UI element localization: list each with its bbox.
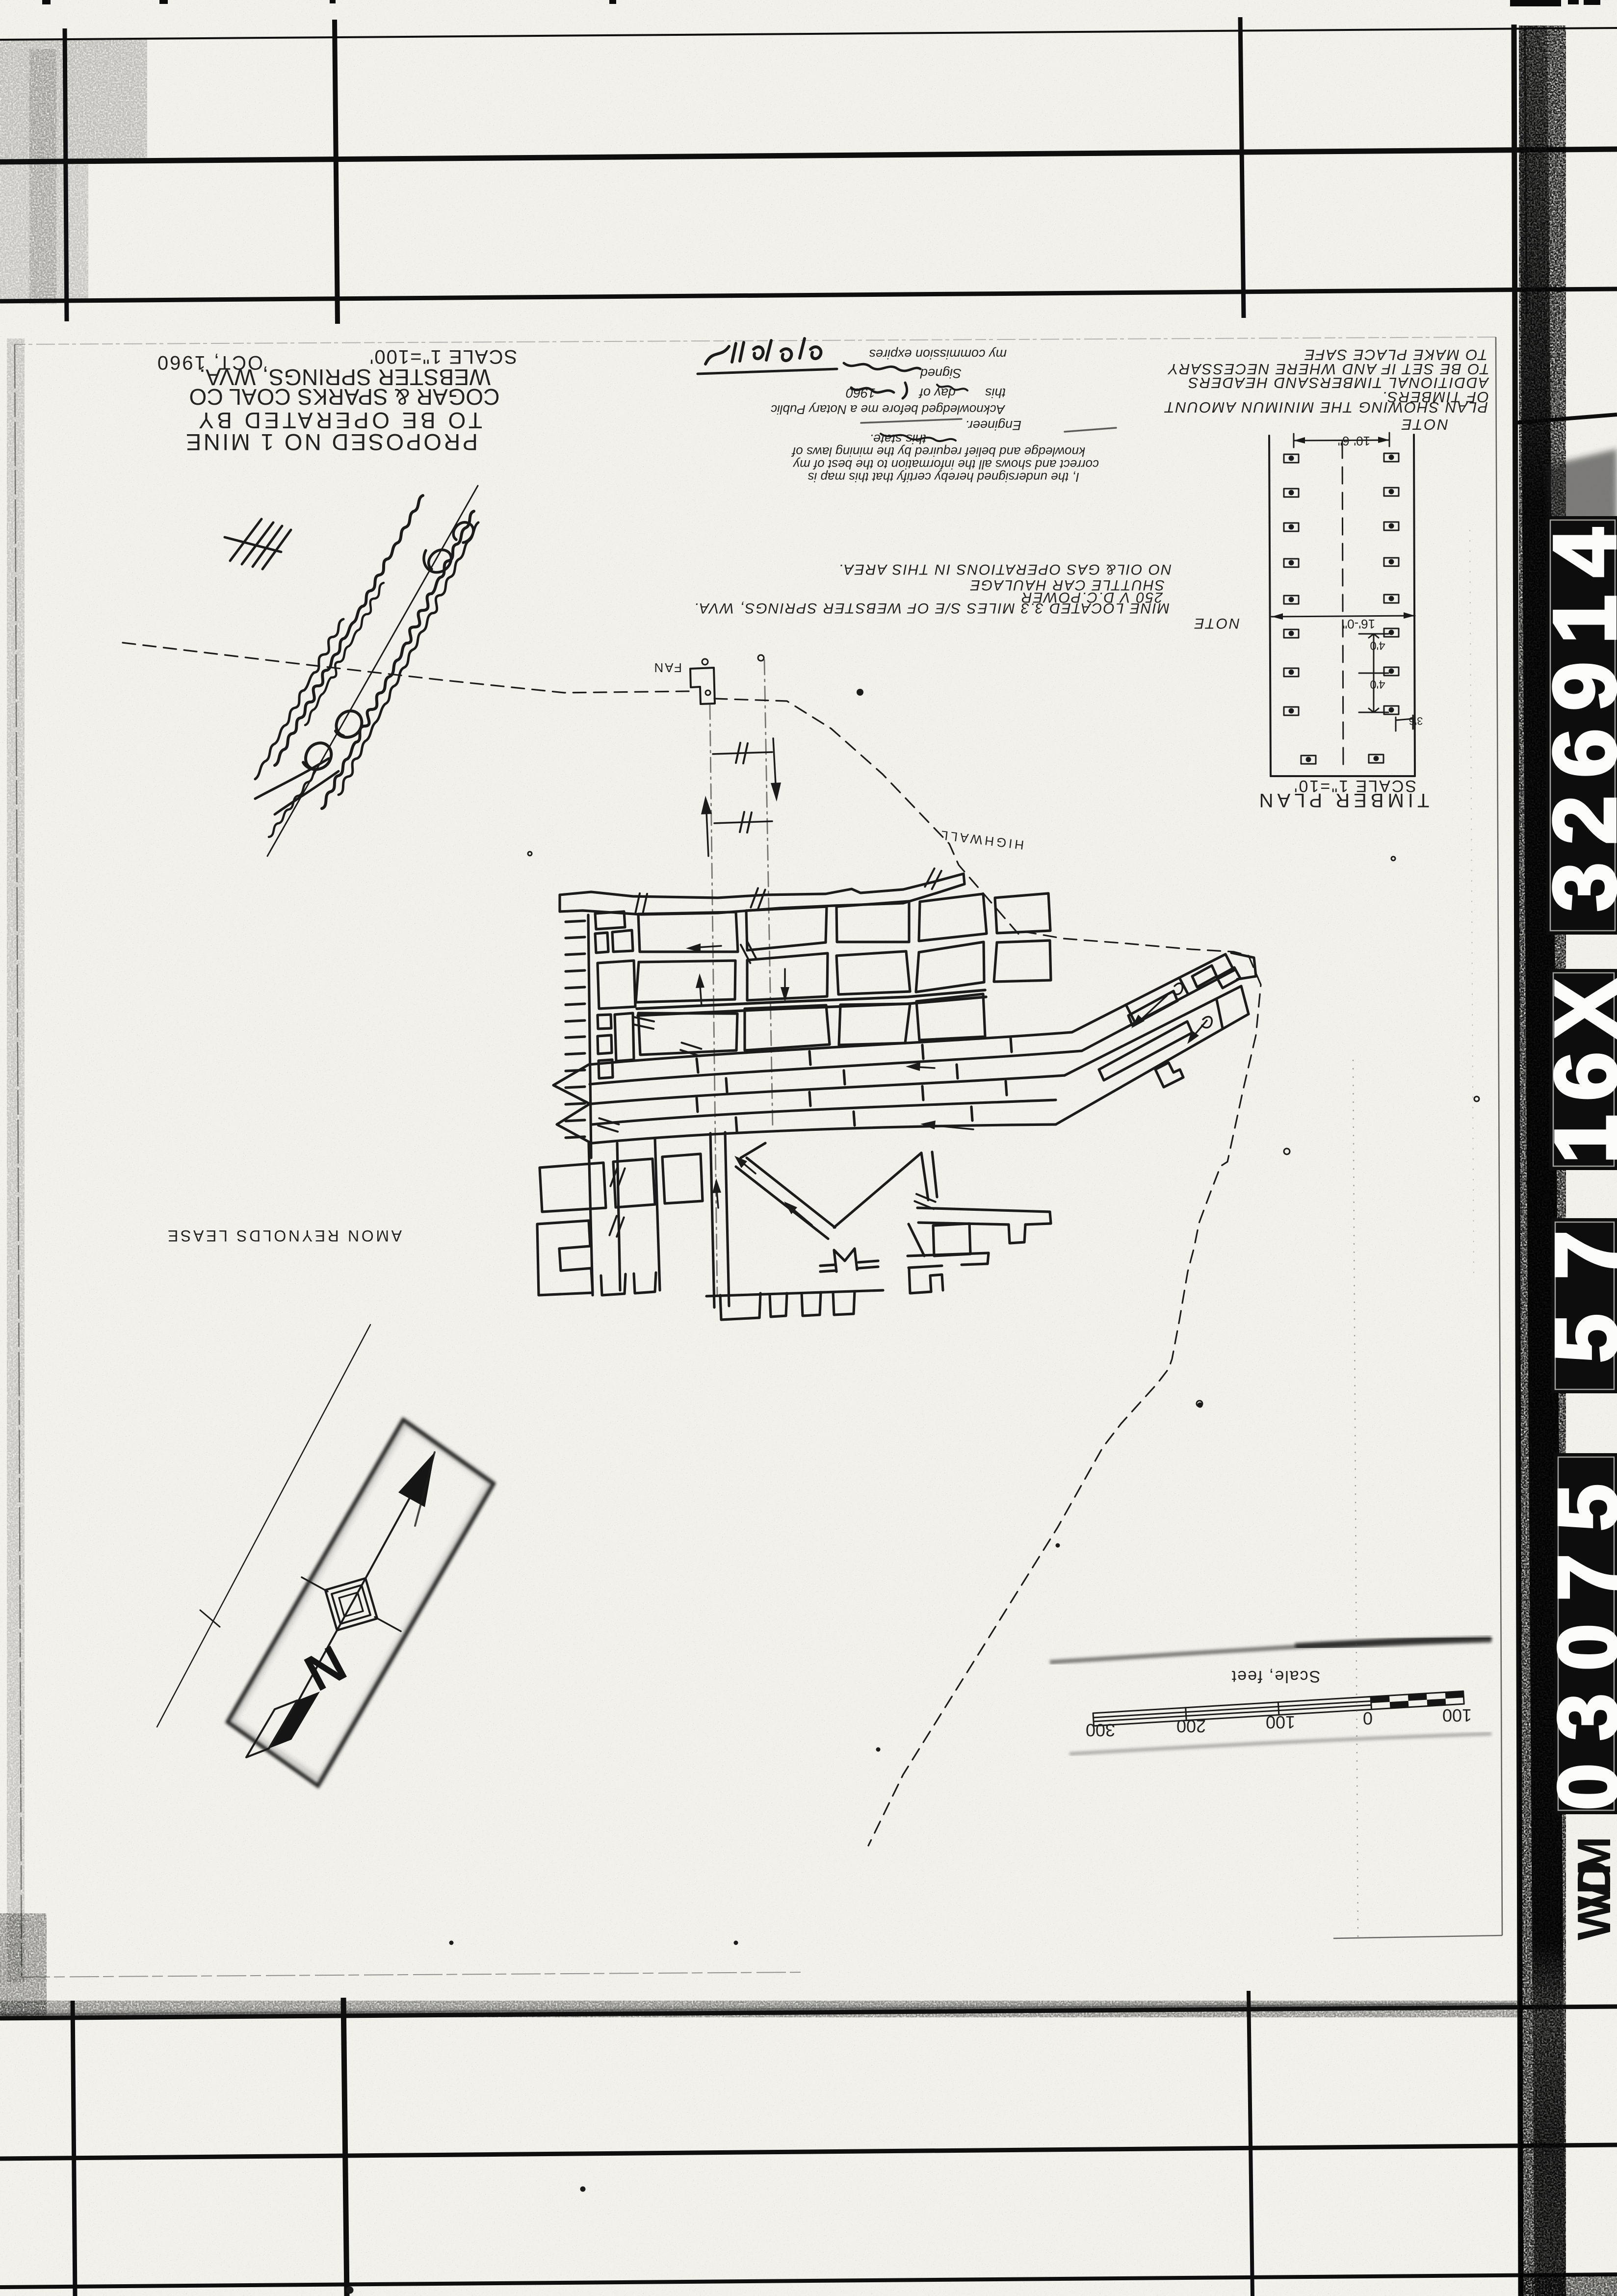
svg-text:10'-6": 10'-6" bbox=[1338, 434, 1370, 448]
svg-text:AMON REYNOLDS LEASE: AMON REYNOLDS LEASE bbox=[165, 1227, 402, 1245]
svg-text:SCALE 1"=100': SCALE 1"=100' bbox=[369, 346, 517, 367]
svg-text:Signed: Signed bbox=[920, 366, 962, 381]
svg-text:OCT, 1960: OCT, 1960 bbox=[156, 352, 263, 373]
svg-text:I, the undersigned hereby cert: I, the undersigned hereby certify that t… bbox=[808, 470, 1079, 485]
svg-text:TO BE SET IF AND WHERE NECES: TO BE SET IF AND WHERE NECESSARY bbox=[1167, 361, 1489, 378]
svg-text:MINE LOCATED 3.3 MILES S/E OF: MINE LOCATED 3.3 MILES S/E OF WEBSTER SP… bbox=[693, 600, 1170, 616]
svg-text:16X: 16X bbox=[1537, 979, 1617, 1164]
svg-text:knowledge and belief required: knowledge and belief required by the min… bbox=[791, 444, 1085, 459]
svg-text:4'0: 4'0 bbox=[1370, 639, 1385, 652]
svg-text:ADDITIONAL TIMBERSAND HEADERS: ADDITIONAL TIMBERSAND HEADERS bbox=[1187, 374, 1489, 391]
svg-text:SCALE 1"=10': SCALE 1"=10' bbox=[1293, 777, 1416, 795]
svg-text:TO MAKE PLACE SAFE: TO MAKE PLACE SAFE bbox=[1304, 346, 1487, 364]
svg-text:this day of: this day of 1960 bbox=[846, 386, 1006, 400]
svg-text:PROPOSED NO 1 MINE: PROPOSED NO 1 MINE bbox=[183, 429, 478, 455]
svg-text:Acknowledged before me a Nota: Acknowledged before me a Notary Public bbox=[771, 402, 1006, 417]
svg-text:TIMBER PLAN: TIMBER PLAN bbox=[1255, 789, 1430, 811]
svg-text:100: 100 bbox=[1266, 1712, 1295, 1732]
svg-text:correct and shows all the info: correct and shows all the information to… bbox=[792, 457, 1099, 472]
svg-text:WVDM: WVDM bbox=[1568, 1836, 1617, 1940]
svg-text:NO OIL& GAS OPERATIONS IN THIS: NO OIL& GAS OPERATIONS IN THIS AREA. bbox=[838, 561, 1172, 577]
svg-text:PLAN SHOWING THE MINIMUN AMOUN: PLAN SHOWING THE MINIMUN AMOUNT bbox=[1164, 399, 1488, 416]
svg-text:100: 100 bbox=[1442, 1705, 1472, 1725]
svg-text:250 V D.C.POWER: 250 V D.C.POWER bbox=[1020, 589, 1163, 605]
svg-text:FAN: FAN bbox=[652, 660, 682, 675]
svg-text:OF TIMBERS.: OF TIMBERS. bbox=[1381, 389, 1489, 406]
svg-text:TO BE OPERATED BY: TO BE OPERATED BY bbox=[196, 408, 482, 433]
svg-text:Engineer.: Engineer. bbox=[965, 418, 1021, 433]
svg-text:my commission expires: my commission expires bbox=[869, 347, 1007, 362]
svg-text:200: 200 bbox=[1176, 1716, 1206, 1736]
svg-text:3'6: 3'6 bbox=[1409, 715, 1423, 727]
svg-text:NOTE: NOTE bbox=[1193, 615, 1240, 631]
svg-text:WEBSTER SPRINGS, WVA.: WEBSTER SPRINGS, WVA. bbox=[197, 365, 491, 390]
svg-text:300: 300 bbox=[1086, 1720, 1115, 1740]
svg-text:NOTE: NOTE bbox=[1400, 416, 1448, 433]
svg-text:SHUTTLE CAR HAULAGE: SHUTTLE CAR HAULAGE bbox=[969, 577, 1165, 593]
svg-text:4'0: 4'0 bbox=[1370, 678, 1385, 691]
svg-text:0: 0 bbox=[1363, 1708, 1373, 1728]
svg-text:COGAR & SPARKS COAL CO: COGAR & SPARKS COAL CO bbox=[187, 384, 500, 410]
svg-text:16'-0": 16'-0" bbox=[1343, 617, 1375, 631]
svg-text:Scale, feet: Scale, feet bbox=[1231, 1667, 1321, 1686]
